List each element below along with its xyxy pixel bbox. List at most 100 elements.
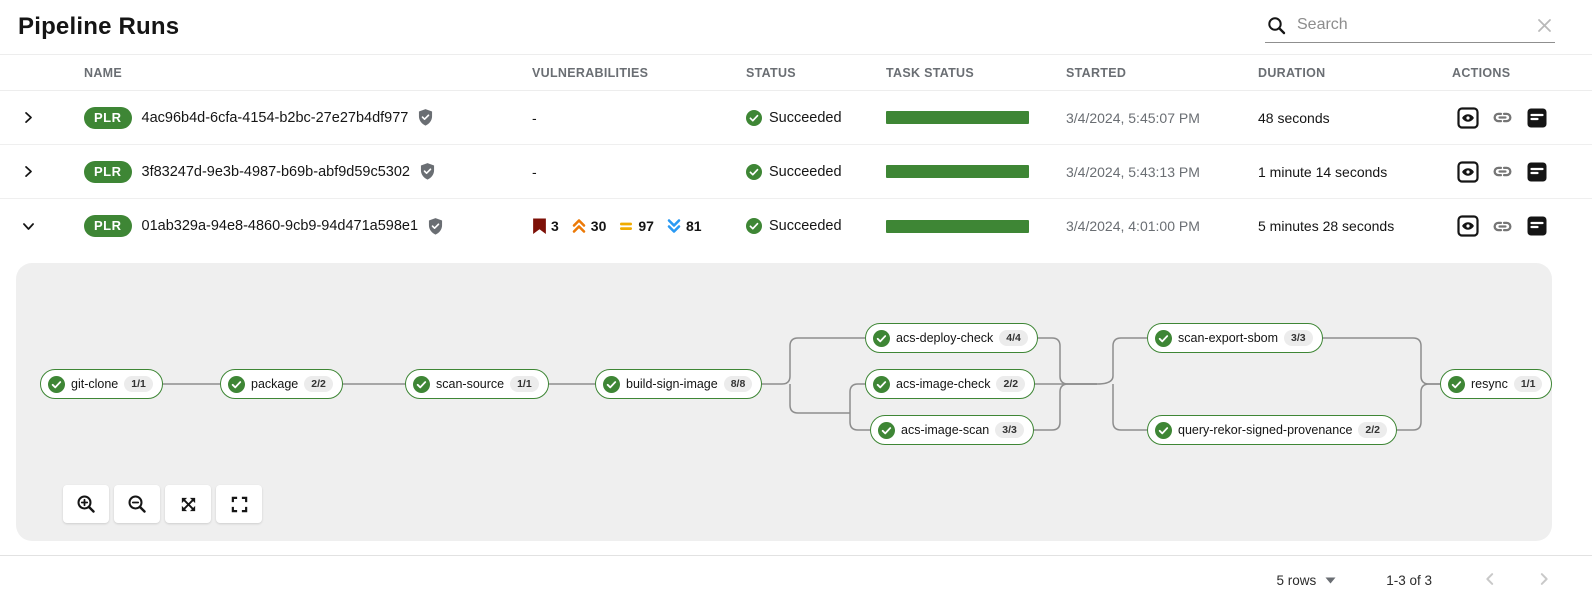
search-icon <box>1267 16 1286 35</box>
rows-per-page-label: 5 rows <box>1276 572 1317 588</box>
started-timestamp: 3/4/2024, 4:01:00 PM <box>1066 218 1200 234</box>
task-step-count: 2/2 <box>304 376 333 392</box>
duration-label: 5 minutes 28 seconds <box>1258 218 1395 234</box>
signed-shield-icon <box>428 217 443 235</box>
expand-row-button[interactable] <box>21 110 36 125</box>
low-count: 81 <box>685 218 702 234</box>
task-label: acs-image-check <box>896 377 991 391</box>
task-label: resync <box>1471 377 1508 391</box>
zoom-out-button[interactable] <box>114 485 160 523</box>
task-success-icon <box>1155 329 1172 347</box>
task-step-count: 3/3 <box>1284 330 1313 346</box>
task-success-icon <box>1448 375 1465 393</box>
pipeline-run-name: 3f83247d-9e3b-4987-b69b-abf9d59c5302 <box>141 163 410 180</box>
table-row: PLR 4ac96b4d-6cfa-4154-b2bc-27e27b4df977… <box>0 91 1592 145</box>
caret-down-icon <box>1325 577 1336 583</box>
task-label: scan-export-sbom <box>1178 331 1279 345</box>
plr-badge: PLR <box>84 160 132 183</box>
col-started: STARTED <box>1066 65 1127 80</box>
high-severity-icon <box>571 218 587 234</box>
view-logs-button[interactable] <box>1526 107 1548 129</box>
node-scan-source[interactable]: scan-source 1/1 <box>405 369 549 399</box>
node-git-clone[interactable]: git-clone 1/1 <box>40 369 163 399</box>
rows-per-page-select[interactable]: 5 rows <box>1276 573 1336 588</box>
task-success-icon <box>873 375 890 393</box>
task-success-icon <box>413 375 430 393</box>
expand-row-button[interactable] <box>21 164 36 179</box>
task-label: acs-deploy-check <box>896 331 994 345</box>
node-acs-deploy-check[interactable]: acs-deploy-check 4/4 <box>865 323 1038 353</box>
page-title: Pipeline Runs <box>18 13 180 40</box>
plr-badge: PLR <box>84 106 132 129</box>
succeeded-check-icon <box>746 109 762 126</box>
pipeline-link-icon[interactable] <box>1491 106 1514 129</box>
task-label: git-clone <box>71 377 119 391</box>
duration-label: 1 minute 14 seconds <box>1258 163 1388 180</box>
fit-to-screen-button[interactable] <box>165 485 211 523</box>
task-success-icon <box>878 421 895 439</box>
duration-label: 48 seconds <box>1258 109 1330 126</box>
next-page-button[interactable] <box>1532 571 1556 590</box>
node-acs-image-check[interactable]: acs-image-check 2/2 <box>865 369 1036 399</box>
search-box[interactable] <box>1265 12 1555 43</box>
col-vulnerabilities: VULNERABILITIES <box>532 65 649 80</box>
node-build-sign-image[interactable]: build-sign-image 8/8 <box>595 369 763 399</box>
pipeline-link-icon[interactable] <box>1491 160 1514 183</box>
view-output-button[interactable] <box>1457 215 1479 237</box>
col-duration: DURATION <box>1258 65 1326 80</box>
vulnerabilities-summary: 3 30 97 81 <box>532 218 746 235</box>
node-package[interactable]: package 2/2 <box>220 369 343 399</box>
table-row: PLR 3f83247d-9e3b-4987-b69b-abf9d59c5302… <box>0 145 1592 199</box>
task-success-icon <box>48 375 65 393</box>
previous-page-button[interactable] <box>1478 571 1502 590</box>
task-step-count: 1/1 <box>1513 376 1543 392</box>
pipeline-run-name: 4ac96b4d-6cfa-4154-b2bc-27e27b4df977 <box>141 109 409 126</box>
task-label: acs-image-scan <box>901 423 990 437</box>
status-label: Succeeded <box>769 109 842 126</box>
view-logs-button[interactable] <box>1526 161 1548 183</box>
vulnerabilities-empty: - <box>532 109 537 126</box>
task-success-icon <box>228 375 245 393</box>
status-label: Succeeded <box>769 218 842 234</box>
page-header: Pipeline Runs <box>0 0 1592 54</box>
task-label: query-rekor-signed-provenance <box>1178 423 1353 437</box>
view-output-button[interactable] <box>1457 160 1479 183</box>
fullscreen-button[interactable] <box>216 485 262 523</box>
succeeded-check-icon <box>746 163 762 180</box>
task-success-icon <box>873 329 890 347</box>
collapse-row-button[interactable] <box>21 219 36 234</box>
task-label: build-sign-image <box>626 377 718 391</box>
table-footer: 5 rows 1-3 of 3 <box>0 555 1592 604</box>
search-input[interactable] <box>1297 16 1525 34</box>
started-timestamp: 3/4/2024, 5:43:13 PM <box>1066 163 1200 180</box>
zoom-in-button[interactable] <box>63 485 109 523</box>
plr-badge: PLR <box>84 215 132 237</box>
col-name: NAME <box>84 65 123 80</box>
node-scan-export-sbom[interactable]: scan-export-sbom 3/3 <box>1147 323 1323 353</box>
task-step-count: 8/8 <box>723 376 753 392</box>
task-status-bar <box>886 111 1029 124</box>
status-label: Succeeded <box>769 163 842 180</box>
high-count: 30 <box>590 218 607 234</box>
signed-shield-icon <box>418 109 433 126</box>
node-acs-image-scan[interactable]: acs-image-scan 3/3 <box>870 415 1034 445</box>
view-logs-button[interactable] <box>1526 215 1548 237</box>
task-success-icon <box>1155 421 1172 439</box>
task-status-bar <box>886 219 1029 233</box>
started-timestamp: 3/4/2024, 5:45:07 PM <box>1066 109 1200 126</box>
node-query-rekor-signed-provenance[interactable]: query-rekor-signed-provenance 2/2 <box>1147 415 1398 445</box>
pagination-range: 1-3 of 3 <box>1386 572 1432 588</box>
task-step-count: 1/1 <box>124 376 153 392</box>
low-severity-icon <box>666 218 682 234</box>
search-clear-icon[interactable] <box>1536 17 1553 34</box>
view-output-button[interactable] <box>1457 106 1479 129</box>
critical-severity-icon <box>532 218 547 235</box>
node-resync[interactable]: resync 1/1 <box>1440 369 1553 399</box>
task-label: package <box>251 377 299 391</box>
graph-controls <box>63 485 262 523</box>
task-step-count: 1/1 <box>510 376 539 392</box>
col-task-status: TASK STATUS <box>886 65 975 80</box>
task-success-icon <box>603 375 620 393</box>
pipeline-link-icon[interactable] <box>1491 215 1514 238</box>
task-step-count: 4/4 <box>999 330 1028 346</box>
